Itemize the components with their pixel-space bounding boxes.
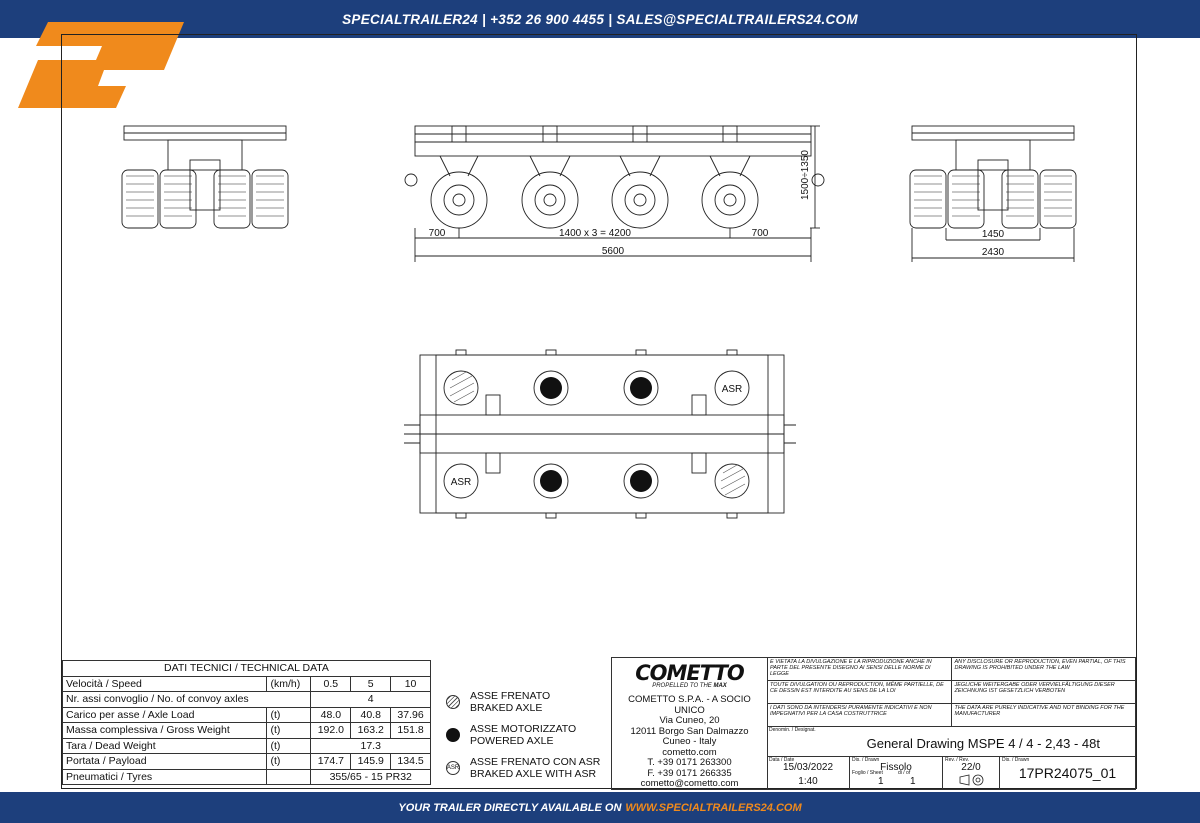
drawing-number: 17PR24075_01	[1018, 765, 1117, 781]
dim-axle-spacing: 1400 x 3 = 4200	[559, 228, 631, 239]
tech-title: DATI TECNICI / TECHNICAL DATA	[62, 660, 431, 677]
header-bar: SPECIALTRAILER24 | +352 26 900 4455 | SA…	[0, 0, 1200, 38]
dim-width: 2430	[982, 247, 1005, 258]
table-row: Nr. assi convoglio / No. of convoy axles…	[61, 691, 431, 708]
table-row: Portata / Payload (t) 174.7 145.9 134.5	[61, 753, 431, 770]
table-row: Velocità / Speed (km/h) 0.5 5 10	[61, 675, 431, 692]
dim-overhang-left: 700	[429, 228, 446, 239]
asr-label-bottom: ASR	[451, 477, 472, 488]
table-row: Tara / Dead Weight (t) 17.3	[61, 737, 431, 754]
asr-label-top: ASR	[722, 384, 743, 395]
plan-view	[404, 349, 796, 519]
solid-circle-icon	[446, 728, 460, 742]
drawing-title: General Drawing MSPE 4 / 4 - 2,43 - 48t	[866, 736, 1100, 751]
table-row: Massa complessiva / Gross Weight (t) 192…	[61, 722, 431, 739]
company-address: COMETTO S.P.A. - A SOCIO UNICO Via Cuneo…	[628, 694, 751, 789]
drawing-info: Data / Date 15/03/2022 1:40 Dis. / Drawn…	[767, 756, 1135, 789]
table-row: Pneumatici / Tyres 355/65 - 15 PR32	[61, 768, 431, 785]
company-panel: COMETTO PROPELLED TO THE MAX COMETTO S.P…	[612, 658, 768, 789]
rear-view	[909, 125, 1077, 262]
projection-symbol-icon	[959, 774, 984, 786]
footer-tagline: YOUR TRAILER DIRECTLY AVAILABLE ON	[398, 801, 622, 814]
side-view	[404, 125, 825, 262]
specialtrailer-logo	[18, 22, 184, 108]
dim-height: 1500÷1350	[800, 150, 811, 200]
title-block: COMETTO PROPELLED TO THE MAX COMETTO S.P…	[611, 657, 1136, 790]
hatched-circle-icon	[446, 695, 460, 709]
designation: Denomin. / Designat. General Drawing MSP…	[767, 726, 1135, 757]
drawing-frame	[61, 34, 1137, 789]
footer-url[interactable]: WWW.SPECIALTRAILERS24.COM	[625, 801, 802, 814]
footer-bar: YOUR TRAILER DIRECTLY AVAILABLE ON WWW.S…	[0, 792, 1200, 823]
dim-total-length: 5600	[602, 246, 625, 257]
cometto-logo: COMETTO	[635, 661, 744, 685]
dim-overhang-right: 700	[752, 228, 769, 239]
asr-circle-icon: ASR	[446, 761, 460, 775]
table-row: Carico per asse / Axle Load (t) 48.0 40.…	[61, 706, 431, 723]
header-contact: SPECIALTRAILER24 | +352 26 900 4455 | SA…	[342, 11, 858, 27]
front-view	[121, 125, 289, 229]
legal-notice: E VIETATA LA DIVULGAZIONE E LA RIPRODUZI…	[767, 658, 1135, 727]
technical-data-table: DATI TECNICI / TECHNICAL DATA Velocità /…	[61, 660, 431, 785]
dim-track: 1450	[982, 229, 1005, 240]
